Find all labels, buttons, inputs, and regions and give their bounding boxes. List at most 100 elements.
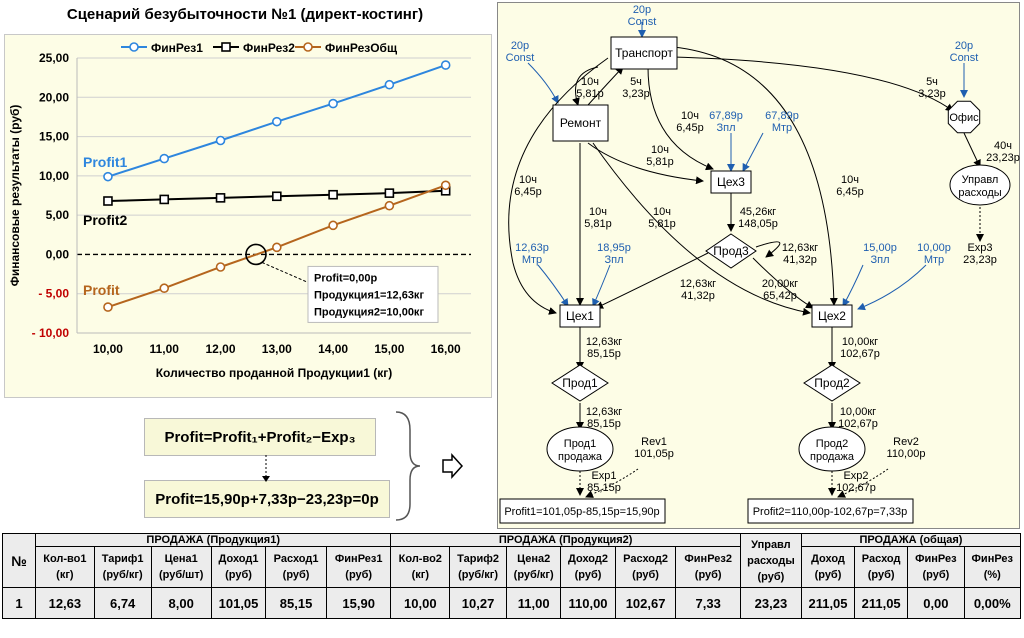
column-header: ФинРез2(руб) xyxy=(675,546,741,588)
y-tick-label: 15,00 xyxy=(39,130,69,144)
header-group-total: ПРОДАЖА (общая) xyxy=(800,533,1022,547)
x-axis-label: Количество проданной Продукции1 (кг) xyxy=(156,366,393,380)
edge-prod3-ceh2 xyxy=(752,257,814,309)
node-prod2 xyxy=(803,364,861,402)
x-tick-label: 14,00 xyxy=(318,342,348,356)
node-transport xyxy=(610,36,678,70)
label-ceh2-prod2: 102,67р xyxy=(840,348,880,360)
label-ceh1-zpl: 18,95р xyxy=(597,242,631,254)
legend-marker xyxy=(221,42,231,52)
label-ceh2-zpl: Зпл xyxy=(870,254,889,266)
edge-mtr-ceh3 xyxy=(742,132,764,172)
node-prod1 xyxy=(551,364,609,402)
chart-title: Сценарий безубыточности №1 (директ-кости… xyxy=(66,6,424,23)
label-transport-ceh2: 10ч xyxy=(841,174,859,186)
y-tick-label: 0,00 xyxy=(46,247,70,261)
label-remont-ceh3: 10ч xyxy=(651,144,669,156)
edge-transport-ceh3 xyxy=(647,66,714,171)
node-ceh2 xyxy=(811,304,853,328)
node-prod3 xyxy=(705,233,757,269)
table-cell: 6,74 xyxy=(93,587,152,619)
table-cell: 23,23 xyxy=(739,587,802,619)
label-office-upravl: 40ч xyxy=(994,140,1012,152)
legend-label: ФинРез1 xyxy=(151,41,203,55)
y-axis-label: Финансовые результаты (руб) xyxy=(8,105,22,287)
label-ceh1-zpl: Зпл xyxy=(604,254,623,266)
label-rev2: 110,00р xyxy=(887,448,926,460)
x-tick-label: 13,00 xyxy=(262,342,292,356)
annotation-text: Продукция2=10,00кг xyxy=(314,306,424,318)
label-prod2-sale: 102,67р xyxy=(838,418,878,430)
legend-label: ФинРезОбщ xyxy=(325,41,398,55)
label-ceh3-zpl: Зпл xyxy=(716,122,735,134)
label-ceh3-mtr: 67,89р xyxy=(765,110,799,122)
data-point xyxy=(272,191,282,202)
node-prod1-sale-label: Прод1 xyxy=(564,438,596,450)
x-tick-label: 10,00 xyxy=(93,342,123,356)
annotation-leader xyxy=(261,261,309,283)
y-tick-label: - 5,00 xyxy=(38,287,69,301)
label-transport-const: 20р xyxy=(633,4,651,16)
node-prod1-sale xyxy=(546,426,614,472)
table-cell: 11,00 xyxy=(505,587,562,619)
right-arrow-icon xyxy=(442,453,464,479)
label-transport-ceh2: 6,45р xyxy=(836,186,864,198)
column-header: Доход1(руб) xyxy=(210,546,267,588)
label-remont-ceh1: 10ч xyxy=(589,206,607,218)
legend-label: ФинРез2 xyxy=(243,41,295,55)
table-subheader-row: Кол-во1(кг)Тариф1(руб/кг)Цена1(руб/шт)До… xyxy=(3,546,1022,588)
data-point xyxy=(440,60,451,70)
table-cell: 0,00% xyxy=(963,587,1022,619)
node-office xyxy=(947,100,981,134)
legend-marker xyxy=(303,42,313,52)
break-even-marker xyxy=(245,243,267,266)
column-header: Кол-во2(кг) xyxy=(390,546,451,588)
annotation-text: Продукция1=12,63кг xyxy=(314,289,424,301)
node-upravl-label: расходы xyxy=(958,187,1001,199)
series-label-profit2: Profit2 xyxy=(83,212,128,228)
node-profit1 xyxy=(499,498,666,524)
data-point xyxy=(103,196,113,206)
label-remont-ceh2: 10ч xyxy=(653,206,671,218)
label-exp2: 102,67р xyxy=(836,482,876,494)
node-profit2 xyxy=(747,498,914,524)
node-transport-label: Транспорт xyxy=(615,46,673,60)
label-transport-office: 3,23р xyxy=(918,88,946,100)
annotation-text: Profit=0,00р xyxy=(314,272,378,284)
data-point xyxy=(272,242,282,253)
column-header: Цена2(руб/кг) xyxy=(505,546,562,588)
label-exp1: 85,15р xyxy=(587,482,621,494)
label-prod3-ceh1: 12,63кг xyxy=(680,278,716,290)
label-prod3-ceh1: 41,32р xyxy=(681,290,715,302)
label-prod3-ceh2: 65,42р xyxy=(763,290,797,302)
node-ceh1 xyxy=(559,304,601,328)
node-ceh2-label: Цех2 xyxy=(818,309,846,323)
label-rev1: 101,05р xyxy=(634,448,674,460)
node-upravl-label: Управл xyxy=(962,174,999,186)
column-header: Цена1(руб/шт) xyxy=(150,546,212,588)
data-point xyxy=(272,116,282,127)
x-tick-label: 11,00 xyxy=(150,342,180,356)
edge-mtr-ceh2 xyxy=(857,264,927,311)
label-exp2: Exp2 xyxy=(843,470,868,482)
table-cell: 211,05 xyxy=(800,587,856,619)
label-transport-const: Const xyxy=(628,16,657,28)
header-no: № xyxy=(2,533,36,588)
data-point xyxy=(440,180,451,191)
column-header: ФинРез(%) xyxy=(963,546,1022,588)
node-prod3-label: Прод3 xyxy=(713,244,749,258)
table-cell: 12,63 xyxy=(35,587,95,619)
data-point xyxy=(328,98,338,109)
label-remont-transport: 5ч xyxy=(630,76,642,88)
column-header: Тариф2(руб/кг) xyxy=(449,546,507,588)
column-header: Расход(руб) xyxy=(854,546,909,588)
label-ceh1-mtr: Мтр xyxy=(522,254,542,266)
cell-row-number: 1 xyxy=(2,587,36,619)
data-point xyxy=(103,171,113,182)
label-exp3: 23,23р xyxy=(963,254,997,266)
label-transport-office: 5ч xyxy=(926,76,938,88)
edge-mtr-ceh1 xyxy=(537,264,569,307)
